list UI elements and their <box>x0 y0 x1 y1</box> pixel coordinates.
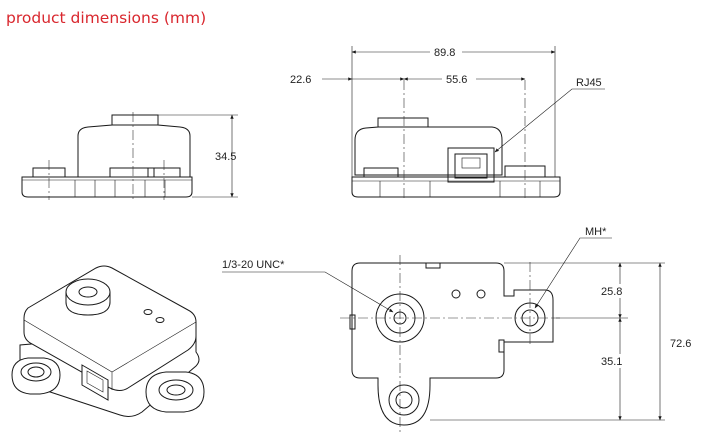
side-base-outline <box>351 176 561 198</box>
dim-lower-offset: 35.1 <box>601 356 622 368</box>
top-view <box>222 237 665 432</box>
led-2 <box>476 289 486 299</box>
iso-right-ear <box>145 371 205 413</box>
side-elevation-view <box>322 46 605 200</box>
iso-led-1 <box>143 309 153 315</box>
side-left-foot <box>363 167 399 178</box>
bottom-mount-hole <box>395 391 413 409</box>
iso-thread-hole <box>78 286 98 298</box>
callout-thread: 1/3-20 UNC* <box>222 259 285 271</box>
callout-rj45: RJ45 <box>576 77 602 89</box>
top-housing-outline <box>351 262 554 426</box>
rj45-port-opening <box>454 153 488 179</box>
rj45-port-latch <box>461 157 481 169</box>
top-notch-top <box>425 262 441 269</box>
iso-right-mount-hole <box>158 379 194 401</box>
top-notch-right <box>498 339 505 353</box>
dim-upper-offset: 25.8 <box>601 286 622 298</box>
front-base-outline <box>21 176 193 198</box>
front-center-foot <box>109 167 155 178</box>
thread-leader <box>222 271 394 313</box>
bottom-mount-hole-outer <box>388 384 420 416</box>
dim-center-span: 55.6 <box>446 74 467 86</box>
dim-overall-depth: 72.6 <box>670 338 691 350</box>
iso-top-boss-face <box>65 278 111 306</box>
iso-led-2 <box>155 317 165 323</box>
front-elevation-view <box>21 112 238 200</box>
dim-height: 34.5 <box>215 151 236 163</box>
iso-left-mount-hole <box>20 362 52 382</box>
mount-hole-leader <box>534 237 612 309</box>
front-top-boss <box>111 114 159 126</box>
callout-mount-hole: MH* <box>585 226 607 238</box>
top-notch-left <box>349 314 356 330</box>
page-title: product dimensions (mm) <box>6 9 207 27</box>
dim-left-offset: 22.6 <box>290 74 311 86</box>
rj45-port-housing <box>447 147 495 183</box>
dim-overall-width: 89.8 <box>434 47 455 59</box>
isometric-view <box>11 265 205 417</box>
rj45-leader <box>494 88 605 153</box>
side-top-boss <box>377 117 429 128</box>
led-1 <box>451 289 461 299</box>
